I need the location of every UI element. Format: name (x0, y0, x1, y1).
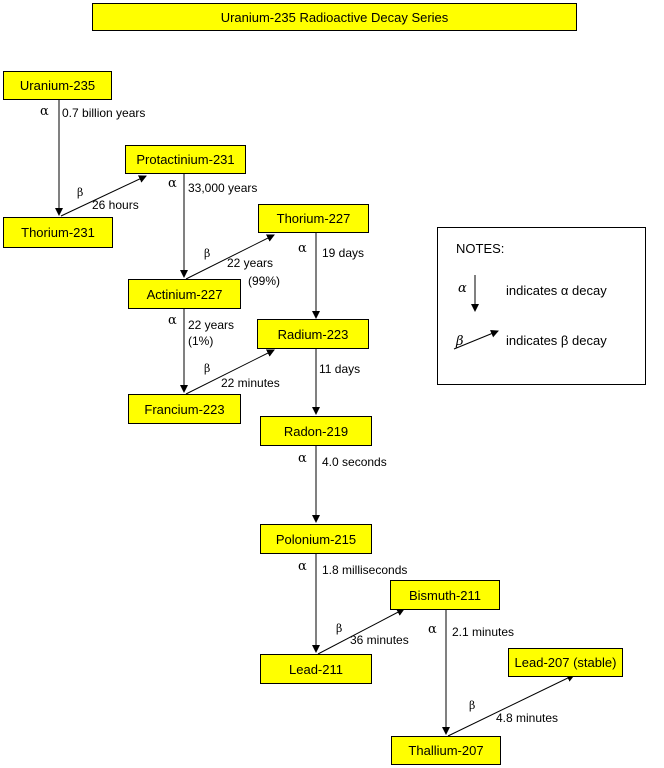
alpha-symbol: α (298, 451, 307, 466)
alpha-symbol: α (298, 241, 307, 256)
node-francium-223: Francium-223 (128, 394, 241, 424)
halflife-label: 4.0 seconds (322, 455, 387, 469)
alpha-symbol: α (168, 176, 177, 191)
beta-symbol: β (336, 622, 343, 635)
beta-symbol: β (204, 362, 211, 375)
halflife-label: 36 minutes (350, 633, 409, 647)
arrow-pb211-bi211 (317, 608, 405, 655)
legend-beta-text: indicates β decay (506, 333, 607, 348)
node-protactinium-231: Protactinium-231 (125, 145, 246, 174)
halflife-label: 11 days (319, 362, 361, 376)
halflife-label: 2.1 minutes (452, 625, 515, 639)
beta-symbol: β (469, 699, 476, 712)
legend-alpha-arrow (471, 275, 479, 312)
legend-alpha-text: indicates α decay (506, 283, 607, 298)
legend-alpha-symbol: α (458, 281, 467, 296)
node-thorium-231: Thorium-231 (3, 217, 113, 248)
node-actinium-227: Actinium-227 (128, 279, 241, 309)
alpha-symbol: α (168, 313, 177, 328)
legend-beta-arrow (453, 329, 499, 350)
beta-symbol: β (77, 186, 84, 199)
halflife-label: (1%) (188, 334, 214, 348)
halflife-label: 1.8 milliseconds (322, 563, 408, 577)
legend-beta-symbol: β (456, 334, 464, 349)
halflife-label: 4.8 minutes (496, 711, 559, 725)
node-thallium-207: Thallium-207 (391, 736, 501, 765)
halflife-label: 19 days (322, 246, 365, 260)
halflife-label: 22 minutes (221, 376, 280, 390)
halflife-label: 33,000 years (188, 181, 258, 195)
alpha-symbol: α (298, 559, 307, 574)
arrow-th231-pa231 (60, 175, 147, 217)
notes-legend: NOTES: α indicates α decay β indicates β… (437, 227, 646, 385)
halflife-label: 22 years (227, 256, 274, 270)
node-bismuth-211: Bismuth-211 (390, 580, 500, 610)
halflife-label: 0.7 billion years (62, 106, 146, 120)
notes-heading: NOTES: (456, 241, 505, 256)
node-lead-207-stable: Lead-207 (stable) (508, 648, 623, 677)
alpha-symbol: α (428, 622, 437, 637)
node-lead-211: Lead-211 (260, 654, 372, 684)
node-radon-219: Radon-219 (260, 416, 372, 446)
halflife-label: 22 years (188, 318, 235, 332)
arrow-tl207-pb207 (447, 674, 575, 737)
halflife-label: (99%) (248, 274, 281, 288)
halflife-label: 26 hours (92, 198, 139, 212)
node-thorium-227: Thorium-227 (258, 204, 369, 233)
diagram-title: Uranium-235 Radioactive Decay Series (92, 3, 577, 31)
alpha-symbol: α (40, 104, 49, 119)
beta-symbol: β (204, 247, 211, 260)
arrow-ac227-th227 (185, 234, 275, 280)
node-polonium-215: Polonium-215 (260, 524, 372, 554)
arrow-fr223-ra223 (185, 349, 275, 395)
node-uranium-235: Uranium-235 (3, 71, 112, 100)
node-radium-223: Radium-223 (257, 319, 369, 349)
